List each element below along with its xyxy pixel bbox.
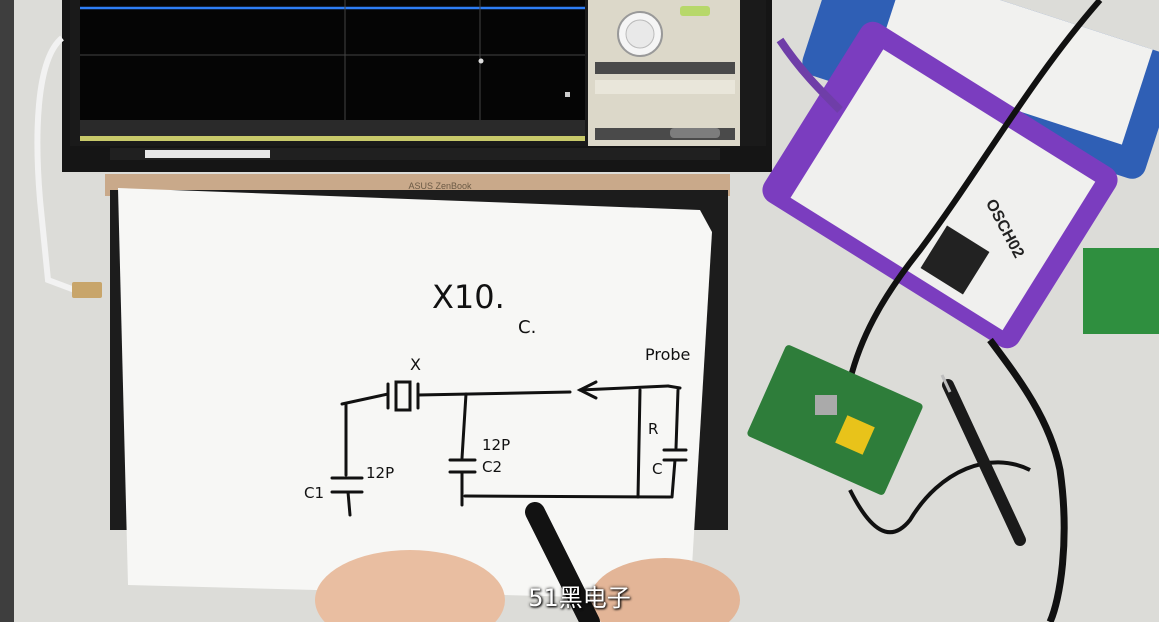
scope-plot-area [80, 0, 585, 120]
c2-value-label: 12P [482, 436, 510, 454]
scope-cursor-marker [478, 58, 484, 64]
scope-panel-button [670, 128, 720, 138]
probe-cable-black [847, 0, 1103, 381]
usb-cable-purple [776, 37, 843, 113]
laptop-brand-label: ASUS ZenBook [408, 181, 472, 191]
wire-top-right [578, 384, 670, 392]
crystal-body [394, 380, 412, 412]
scope-panel-bar [595, 62, 735, 74]
scope-panel-row [595, 80, 735, 94]
probe-cap-wire [674, 388, 680, 450]
wire-bottom [463, 494, 672, 499]
qr-code [920, 225, 990, 295]
wire-top-middle [416, 390, 572, 397]
laptop [62, 0, 772, 196]
oscilloscope-device-top [802, 0, 1159, 179]
right-hand [590, 558, 740, 622]
heading-text: X10. [432, 278, 505, 316]
c1-value-label: 12P [366, 464, 394, 482]
c1-ground [346, 490, 352, 517]
taskbar-search [145, 150, 270, 158]
microcontroller-board [747, 345, 923, 495]
crystal-label: X [410, 355, 421, 374]
wire-c2 [460, 392, 468, 460]
scope-measurements-bar [80, 120, 585, 138]
oscilloscope-device-main [762, 21, 1118, 349]
scope-probe-body [942, 379, 1026, 546]
scope-toggle [680, 6, 710, 16]
pcb-button [835, 415, 875, 455]
ground-lead [848, 460, 1031, 535]
device-face [790, 49, 1096, 331]
pcb [747, 345, 923, 495]
scope-scrollbar [80, 136, 585, 141]
c2-label: C2 [482, 458, 502, 476]
left-hand [315, 550, 505, 622]
usb-cable [34, 35, 82, 295]
probe-top [666, 384, 682, 390]
small-pcb [1083, 248, 1159, 334]
scope-probe-tip [940, 374, 952, 393]
signal-arrow [576, 380, 598, 400]
probe-label-text: Probe [645, 345, 690, 364]
left-edge-object [0, 0, 14, 622]
usb-connector [72, 282, 102, 298]
c1-label: C1 [304, 484, 324, 502]
sub-note-text: C. [518, 317, 536, 338]
scope-knob-inner [625, 19, 655, 49]
probe-cap-ground [670, 458, 677, 499]
wire-top-left [340, 392, 390, 406]
probe-cap-label: C [652, 460, 662, 478]
paper-sheet [118, 188, 712, 600]
probe-lead-black [987, 337, 1068, 622]
marker-pen [525, 502, 600, 622]
circuit-diagram [330, 380, 688, 517]
device-label-panel [874, 0, 1153, 145]
scope-marker [565, 92, 570, 97]
resistor-label: R [648, 420, 658, 438]
video-caption: 51黑电子 [528, 584, 631, 612]
pcb-usb-port [815, 395, 837, 415]
probe-resistor-wire [636, 388, 642, 499]
